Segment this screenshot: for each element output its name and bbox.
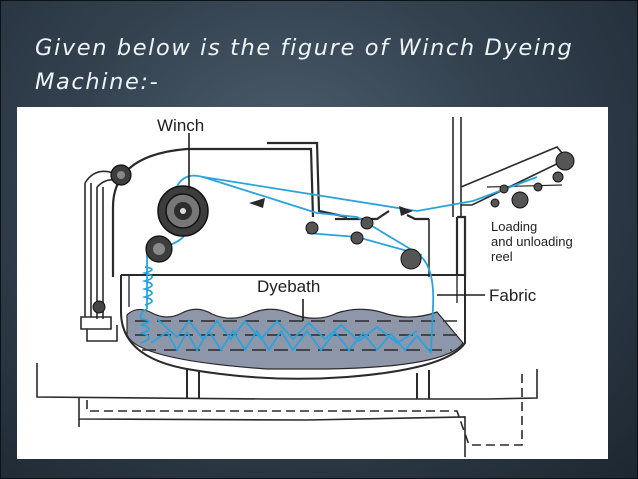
valve-wheel	[92, 300, 106, 314]
title-line-2: Machine:-	[35, 69, 160, 95]
slide-title: Given below is the figure of Winch Dyein…	[35, 31, 625, 99]
label-loading-line-2: and unloading	[491, 234, 573, 249]
fabric-direction-arrow	[249, 198, 265, 208]
winch-dyeing-machine-figure: Winch Dyebath Fabric Loading and unloadi…	[17, 107, 608, 459]
fabric-direction-arrow-2	[399, 206, 413, 216]
foundation	[36, 363, 538, 457]
label-loading-line-3: reel	[491, 249, 513, 264]
machine-diagram: Winch Dyebath Fabric Loading and unloadi…	[36, 116, 575, 457]
tank-body	[120, 274, 466, 399]
dyebath-liquor	[126, 308, 464, 370]
label-dyebath: Dyebath	[257, 277, 320, 296]
title-line-1: Given below is the figure of Winch Dyein…	[35, 35, 574, 61]
guide-rollers	[305, 216, 422, 270]
label-leaders	[188, 133, 485, 321]
left-pipework	[80, 170, 118, 342]
label-winch: Winch	[157, 116, 204, 135]
winch-roller	[157, 185, 209, 237]
top-left-roller	[110, 164, 132, 186]
loading-reel-rollers	[490, 151, 575, 209]
lower-roller	[145, 235, 173, 263]
label-fabric: Fabric	[489, 286, 537, 305]
label-loading-line-1: Loading	[491, 219, 537, 234]
